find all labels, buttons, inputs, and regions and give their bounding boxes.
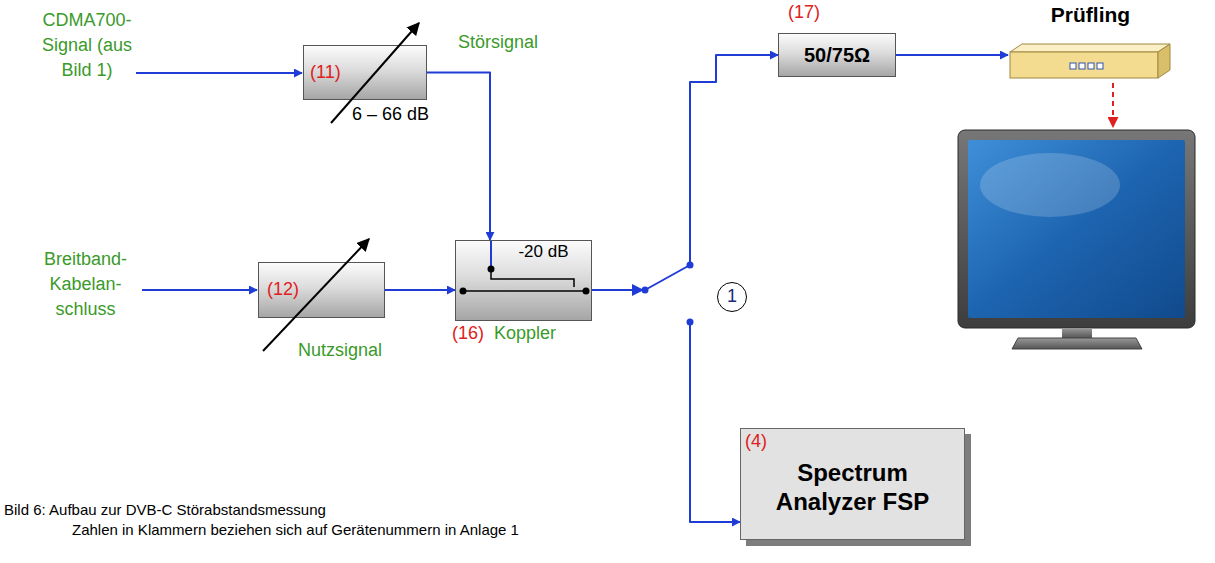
node-text: 50/75Ω: [804, 43, 870, 67]
attenuator-box: (11): [303, 45, 427, 100]
node-text: (11): [310, 62, 341, 84]
device-number: (17): [788, 0, 820, 25]
figure-caption: Bild 6: Aufbau zur DVB-C Störabstandsmes…: [4, 500, 326, 520]
signal-name: Störsignal: [458, 30, 538, 55]
signal-connector: [896, 54, 1008, 56]
signal-connector: [385, 289, 455, 291]
device-number: (16): [452, 321, 484, 346]
device-number: (4): [745, 431, 767, 453]
television: [958, 130, 1195, 349]
attenuator-box: (12): [258, 262, 385, 318]
signal-source-label: CDMA700- Signal (aus Bild 1): [38, 8, 136, 83]
node-text: Spectrum Analyzer FSP: [753, 459, 952, 517]
signal-connector: [592, 290, 740, 522]
signal-name: Nutzsignal: [298, 338, 382, 363]
node-text: -20 dB: [518, 242, 568, 320]
signal-connector: [427, 73, 490, 241]
node-text: Prüfling: [1051, 2, 1130, 27]
feed-line: [136, 72, 302, 74]
signal-source-label: Breitband- Kabelan- schluss: [38, 247, 133, 322]
node-text: 1: [727, 286, 737, 308]
coupler-box: -20 dB: [455, 240, 592, 321]
device-under-test: Prüfling: [1008, 0, 1173, 84]
video-link: [1112, 83, 1114, 127]
node-text: (12): [267, 279, 299, 301]
signal-connector: [592, 55, 778, 290]
part-name: Koppler: [494, 321, 556, 346]
spectrum-analyzer-box: (4) Spectrum Analyzer FSP: [740, 428, 965, 540]
attenuation-range: 6 – 66 dB: [352, 102, 429, 127]
feed-line: [142, 289, 257, 291]
switch-position-callout: 1: [717, 282, 747, 312]
impedance-adapter-box: 50/75Ω: [778, 33, 896, 77]
figure-caption: Zahlen in Klammern beziehen sich auf Ger…: [72, 520, 519, 540]
